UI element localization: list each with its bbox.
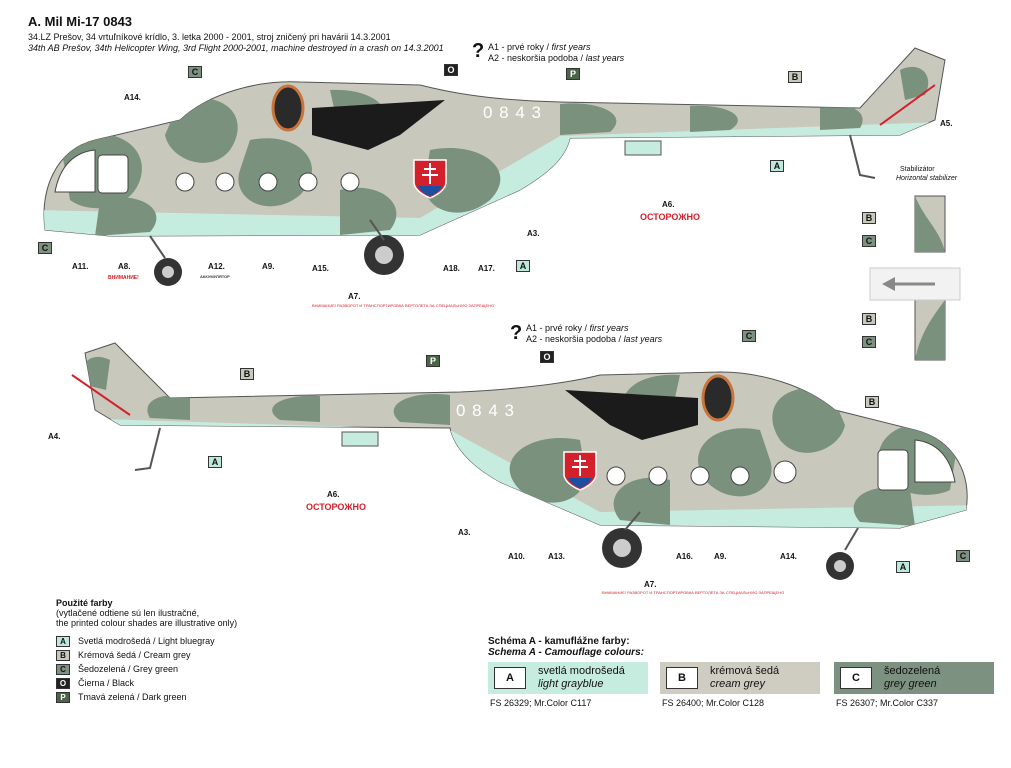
tag-p-top: P [566,68,580,80]
label-a8: A8. [118,262,131,271]
helicopter-bottom-view [71,342,968,580]
tag-b-bottom-1: B [240,368,254,380]
label-a4: A4. [48,432,61,441]
tag-b-bottom-2: B [865,396,879,408]
tag-a-bottom-2: A [896,561,910,573]
stabilizer-label-sk: Stabilizátor [900,166,935,173]
scheme-title: Schéma A - kamuflážne farby: Schema A - … [488,636,644,658]
fs-code-b: FS 26400; Mr.Color C128 [662,698,765,708]
sheet-title: A. Mil Mi-17 0843 [28,14,133,29]
question-mark-top: ? [472,40,485,62]
serial-top: 0 8 4 3 [483,103,542,122]
tag-c-stab-1: C [862,235,876,247]
colour-legend: Použité farby (vytlačené odtiene sú len … [56,598,237,704]
label-a3-bottom: A3. [458,528,471,537]
tag-b-top: B [788,71,802,83]
stencil-vnimanie-top: ВНИМАНИЕ! [108,275,139,281]
label-a12: A12. [208,262,225,271]
horizontal-stabilizer [869,195,961,361]
label-a14-top: A14. [124,93,141,102]
tag-a-top-2: A [516,260,530,272]
label-a13: A13. [548,552,565,561]
label-a10: A10. [508,552,525,561]
stabilizer-label-en: Horizontal stabilizer [896,175,958,182]
label-a17: A17. [478,264,495,273]
tag-c-bottom-2: C [956,550,970,562]
label-a7-top: A7. [348,292,361,301]
label-a18: A18. [443,264,460,273]
tag-o-bottom: O [540,351,554,363]
label-a3-top: A3. [527,229,540,238]
label-a9-bottom: A9. [714,552,727,561]
fs-code-c: FS 26307; Mr.Color C337 [836,698,939,708]
tag-a-top-1: A [770,160,784,172]
label-a15: A15. [312,264,329,273]
label-a11: A11. [72,262,89,271]
tag-b-stab-2: B [862,313,876,325]
note-a2-bottom: A2 - neskoršia podoba / last years [526,334,663,344]
fs-code-a: FS 26329; Mr.Color C117 [490,698,592,708]
legend-title: Použité farby [56,598,113,608]
tag-c-stab-2: C [862,336,876,348]
tag-o-top: O [444,64,458,76]
helicopter-top-view [43,47,946,286]
tag-c-bottom-1: C [742,330,756,342]
label-a9-top: A9. [262,262,275,271]
tag-p-bottom: P [426,355,440,367]
serial-bottom: 0 8 4 3 [456,401,515,420]
label-a5: A5. [940,119,953,128]
tag-b-stab-1: B [862,212,876,224]
tag-a-bottom-1: A [208,456,222,468]
subtitle-en: 34th AB Prešov, 34th Helicopter Wing, 3r… [28,43,444,53]
question-mark-bottom: ? [510,322,523,344]
tag-c-top-1: C [188,66,202,78]
note-a2-top: A2 - neskoršia podoba / last years [488,53,625,63]
label-a6-top: A6. [662,200,675,209]
label-a7-bottom: A7. [644,580,657,589]
note-a1-top: A1 - prvé roky / first years [488,42,591,52]
legend-note-2: the printed colour shades are illustrati… [56,618,238,628]
stencil-razvorot-top: ВНИМАНИЕ! РАЗВОРОТ И ТРАНСПОРТИРОВКА ВЕР… [312,303,495,308]
legend-note-1: (vytlačené odtiene sú len ilustračné, [56,608,200,618]
subtitle-sk: 34.LZ Prešov, 34 vrtuľníkové krídlo, 3. … [28,32,391,42]
stencil-akkumulyator: АККУМУЛЯТОР [200,274,230,279]
stencil-ostorozhno-bottom: ОСТОРОЖНО [306,502,366,512]
stencil-ostorozhno-top: ОСТОРОЖНО [640,212,700,222]
note-a1-bottom: A1 - prvé roky / first years [526,323,629,333]
label-a16: A16. [676,552,693,561]
label-a14-bottom: A14. [780,552,797,561]
label-a6-bottom: A6. [327,490,340,499]
stencil-razvorot-bottom: ВНИМАНИЕ! РАЗВОРОТ И ТРАНСПОРТИРОВКА ВЕР… [602,590,785,595]
tag-c-top-2: C [38,242,52,254]
